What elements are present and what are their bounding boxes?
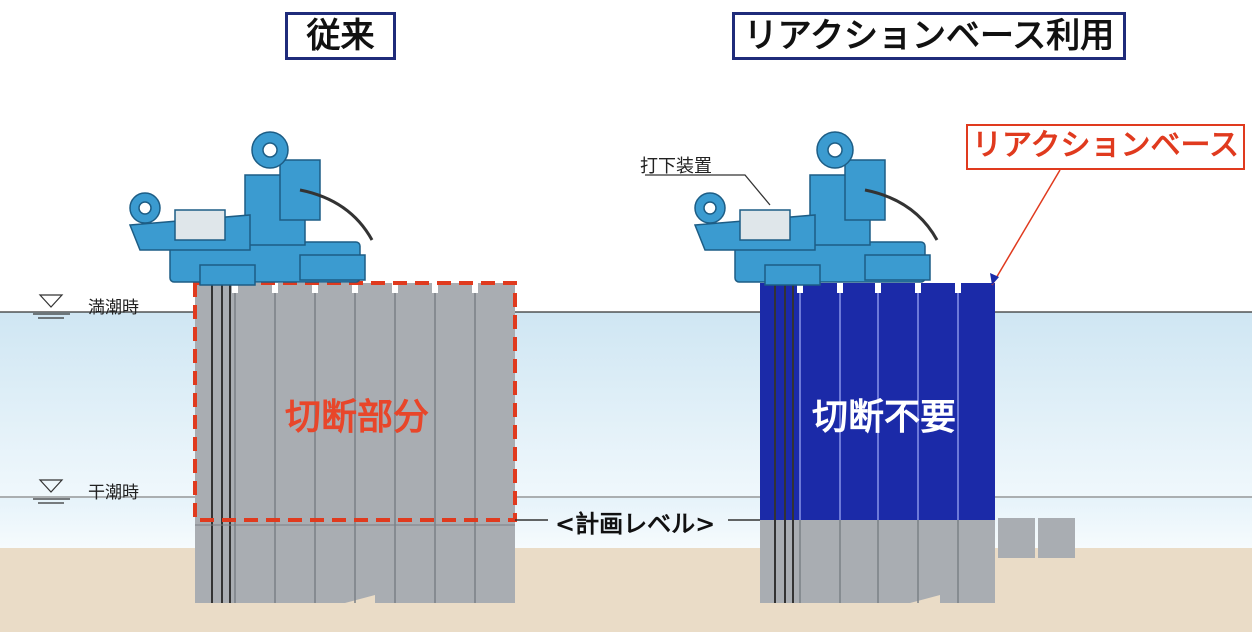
right-pile-driver-machine xyxy=(693,131,939,286)
left-pile-driver-machine xyxy=(128,131,374,286)
water-region xyxy=(0,312,1252,498)
high-tide-label: 満潮時 xyxy=(88,298,139,318)
reaction-base-arrow-icon xyxy=(990,273,999,285)
left-pile-wall xyxy=(195,283,515,612)
low-tide-label: 干潮時 xyxy=(88,483,139,503)
driver-label: 打下装置 xyxy=(640,156,712,177)
right-panel-title: リアクションベース利用 xyxy=(732,12,1126,60)
plan-level-label: <計画レベル> xyxy=(555,510,716,538)
no-cut-label: 切断不要 xyxy=(812,397,957,438)
right-pile-wall xyxy=(760,283,1075,612)
cut-area-box xyxy=(193,281,517,522)
reaction-base-label: リアクションベース xyxy=(966,124,1245,170)
right-reaction-base xyxy=(760,283,995,523)
left-panel-title: 従来 xyxy=(285,12,396,60)
driver-leader-line xyxy=(645,174,771,206)
ground-region xyxy=(0,548,1252,632)
high-tide-marker-icon xyxy=(33,294,70,319)
reaction-base-leader-line xyxy=(991,169,1061,286)
low-tide-marker-icon xyxy=(33,479,70,504)
cut-part-label: 切断部分 xyxy=(285,397,430,438)
